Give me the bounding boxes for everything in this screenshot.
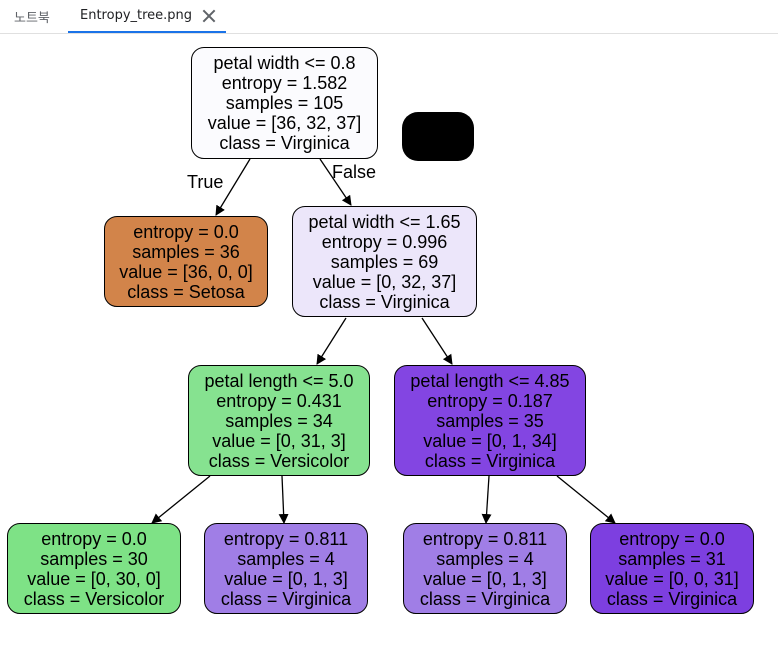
- node-leaf3-line-2: samples = 4: [436, 548, 534, 569]
- tab-entropy-tree[interactable]: Entropy_tree.png: [68, 0, 226, 33]
- tab-bar: 노트북 Entropy_tree.png: [0, 0, 778, 34]
- node-split3-line-1: petal length <= 5.0: [204, 370, 354, 391]
- edge-label-false: False: [332, 162, 377, 182]
- node-split2-line-5: class = Virginica: [319, 291, 450, 312]
- node-root-line-3: samples = 105: [225, 93, 344, 113]
- edge-root-setosa: [215, 158, 251, 216]
- node-setosa-line-3: value = [36, 0, 0]: [119, 261, 253, 282]
- node-leaf2: entropy = 0.811 samples = 4 value = [0, …: [204, 523, 368, 614]
- node-split2-line-1: petal width <= 1.65: [308, 211, 461, 232]
- node-setosa-line-4: class = Setosa: [127, 281, 245, 302]
- node-root: petal width <= 0.8 entropy = 1.582 sampl…: [191, 47, 378, 159]
- node-setosa-line-1: entropy = 0.0: [133, 221, 239, 242]
- tab-notebook[interactable]: 노트북: [14, 0, 50, 33]
- node-split4: petal length <= 4.85 entropy = 0.187 sam…: [394, 365, 586, 476]
- node-leaf2-line-1: entropy = 0.811: [223, 528, 349, 549]
- node-leaf4-line-1: entropy = 0.0: [619, 528, 725, 549]
- node-leaf1: entropy = 0.0 samples = 30 value = [0, 3…: [7, 523, 181, 614]
- tab-notebook-label: 노트북: [14, 11, 50, 26]
- node-leaf1-line-2: samples = 30: [40, 548, 148, 569]
- node-leaf1-line-4: class = Versicolor: [23, 588, 165, 609]
- node-root-line-4: value = [36, 32, 37]: [207, 113, 362, 133]
- node-split4-line-4: value = [0, 1, 34]: [423, 430, 557, 451]
- node-split3: petal length <= 5.0 entropy = 0.431 samp…: [188, 365, 370, 476]
- node-leaf1-line-1: entropy = 0.0: [41, 528, 147, 549]
- node-split4-line-2: entropy = 0.187: [427, 390, 553, 411]
- node-setosa: entropy = 0.0 samples = 36 value = [36, …: [104, 216, 268, 307]
- node-leaf2-line-2: samples = 4: [237, 548, 335, 569]
- node-split3-line-5: class = Versicolor: [208, 450, 350, 471]
- node-leaf3-line-3: value = [0, 1, 3]: [423, 568, 547, 589]
- redaction-block: [402, 112, 474, 161]
- node-leaf3: entropy = 0.811 samples = 4 value = [0, …: [403, 523, 567, 614]
- edge-split2-split4: [421, 317, 453, 365]
- node-leaf4-line-4: class = Virginica: [606, 588, 738, 609]
- edge-label-true: True: [187, 172, 224, 192]
- edge-split2-split3: [316, 317, 347, 365]
- node-setosa-line-2: samples = 36: [132, 241, 240, 262]
- node-leaf2-line-4: class = Virginica: [220, 588, 352, 609]
- node-split2: petal width <= 1.65 entropy = 0.996 samp…: [292, 206, 477, 317]
- node-leaf3-line-1: entropy = 0.811: [422, 528, 548, 549]
- edge-split4-leaf3: [481, 475, 492, 524]
- node-split4-line-3: samples = 35: [436, 410, 544, 431]
- node-root-line-5: class = Virginica: [219, 133, 350, 153]
- node-leaf2-line-3: value = [0, 1, 3]: [224, 568, 348, 589]
- edge-root-split2: [319, 158, 352, 206]
- close-icon[interactable]: [202, 9, 216, 23]
- node-split2-line-2: entropy = 0.996: [321, 231, 448, 252]
- image-viewer: True False petal width <= 0.8 entropy = …: [0, 34, 778, 645]
- node-leaf4-line-3: value = [0, 0, 31]: [605, 568, 739, 589]
- edge-split4-leaf4: [556, 475, 616, 524]
- node-split4-line-5: class = Virginica: [424, 450, 556, 471]
- tab-entropy-tree-label: Entropy_tree.png: [80, 8, 193, 23]
- node-split3-line-4: value = [0, 31, 3]: [212, 430, 346, 451]
- node-root-line-1: petal width <= 0.8: [213, 53, 356, 73]
- node-root-line-2: entropy = 1.582: [221, 73, 348, 93]
- node-leaf4: entropy = 0.0 samples = 31 value = [0, 0…: [590, 523, 754, 614]
- node-split2-line-3: samples = 69: [330, 251, 439, 272]
- node-leaf1-line-3: value = [0, 30, 0]: [27, 568, 161, 589]
- node-leaf3-line-4: class = Virginica: [419, 588, 551, 609]
- node-split4-line-1: petal length <= 4.85: [410, 370, 570, 391]
- node-split3-line-2: entropy = 0.431: [216, 390, 342, 411]
- node-leaf4-line-2: samples = 31: [618, 548, 726, 569]
- edge-split3-leaf2: [278, 475, 289, 524]
- tree-edges: [151, 158, 616, 524]
- node-split2-line-4: value = [0, 32, 37]: [312, 271, 457, 292]
- edge-split3-leaf1: [151, 475, 211, 524]
- node-split3-line-3: samples = 34: [225, 410, 333, 431]
